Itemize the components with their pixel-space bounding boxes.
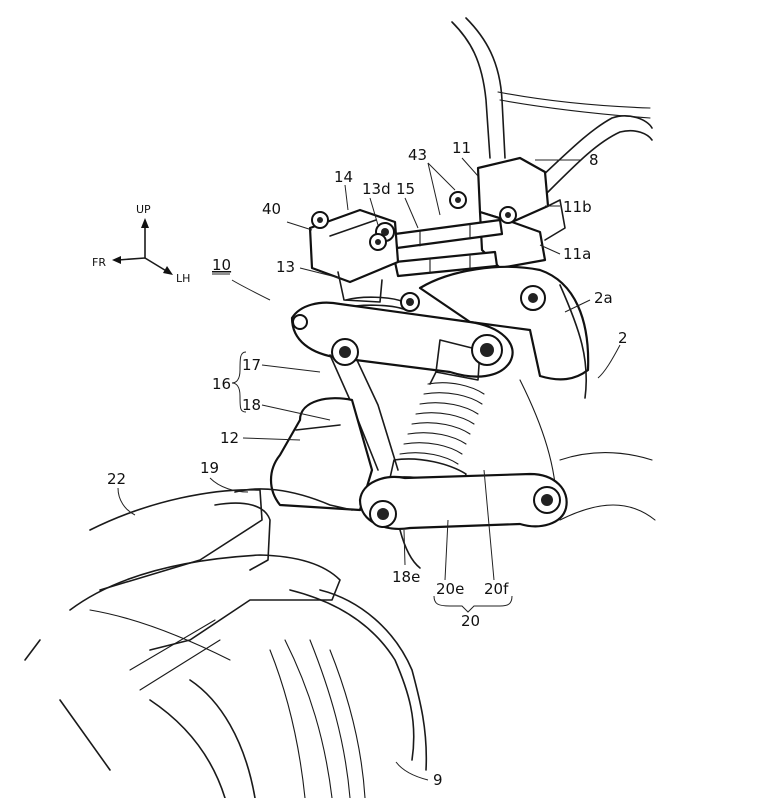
- label-8: 8: [589, 151, 599, 169]
- lower-arm: [358, 472, 568, 569]
- label-11b: 11b: [563, 198, 592, 216]
- label-18: 18: [242, 396, 261, 414]
- label-2: 2: [618, 329, 628, 347]
- label-11: 11: [452, 139, 471, 157]
- leader-lines: [117, 157, 621, 781]
- label-17: 17: [242, 356, 261, 374]
- label-9: 9: [433, 771, 443, 789]
- bolts: [292, 191, 561, 528]
- label-10: 10: [212, 256, 231, 274]
- label-22: 22: [107, 470, 126, 488]
- direction-indicator: UP FR LH: [92, 203, 190, 285]
- label-20f: 20f: [484, 580, 509, 598]
- label-11a: 11a: [563, 245, 591, 263]
- fork-body: [269, 397, 374, 512]
- front-wheel: [149, 589, 428, 798]
- link-rods: [393, 218, 504, 278]
- label-19: 19: [200, 459, 219, 477]
- reference-labels: 8 11 43 11b 11a 14 13d 15 40 13 10 2a 2 …: [107, 139, 628, 789]
- label-13d: 13d: [362, 180, 391, 198]
- label-20e: 20e: [436, 580, 464, 598]
- label-2a: 2a: [594, 289, 613, 307]
- label-40: 40: [262, 200, 281, 218]
- bolt-l: [292, 314, 308, 330]
- label-18e: 18e: [392, 568, 420, 586]
- axis-up-label: UP: [136, 203, 151, 216]
- label-43: 43: [408, 146, 427, 164]
- frame-body: [418, 265, 656, 521]
- label-12: 12: [220, 429, 239, 447]
- front-fairing: [24, 488, 353, 771]
- label-16: 16: [212, 375, 231, 393]
- label-14: 14: [334, 168, 353, 186]
- label-15: 15: [396, 180, 415, 198]
- handlebar: [451, 17, 653, 193]
- label-13: 13: [276, 258, 295, 276]
- label-20: 20: [461, 612, 480, 630]
- axis-front-label: FR: [92, 256, 106, 269]
- axis-left-label: LH: [176, 272, 190, 285]
